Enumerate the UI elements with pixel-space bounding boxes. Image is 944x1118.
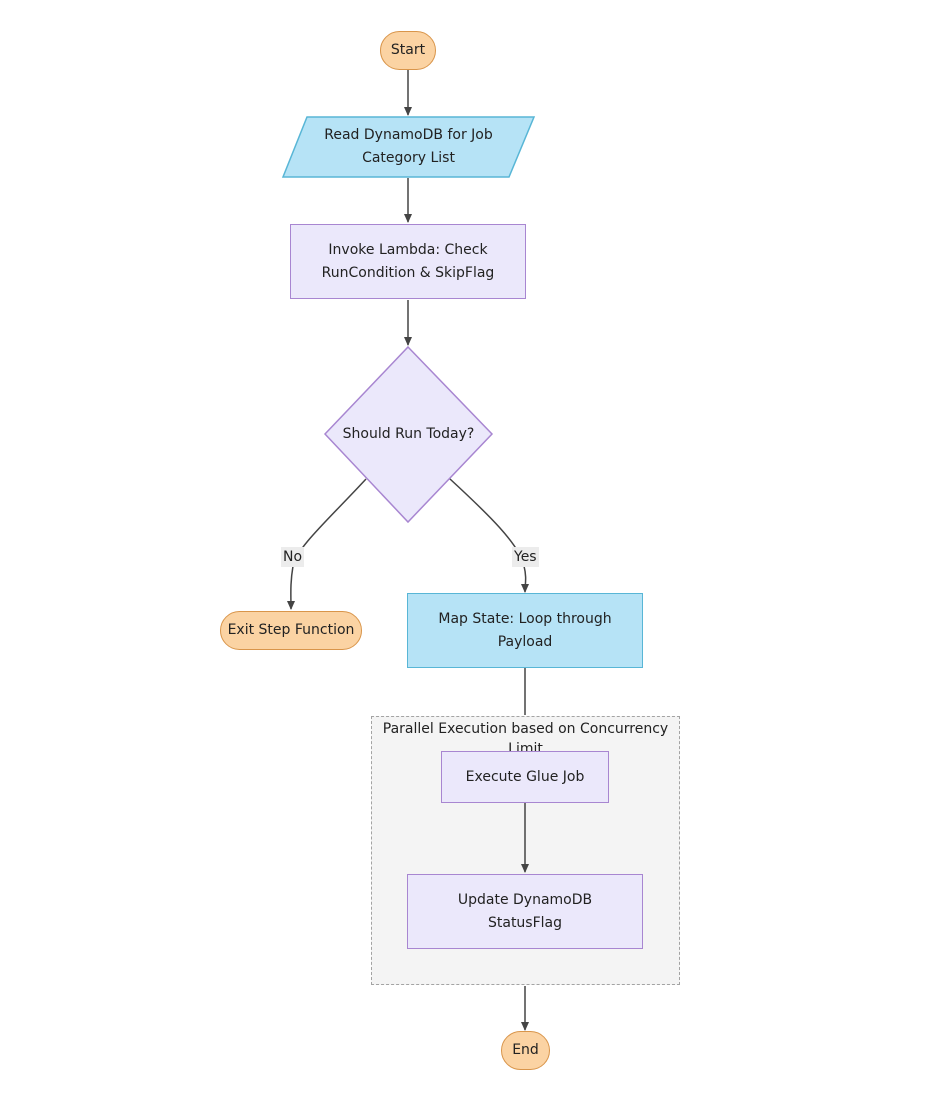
edge-label-yes: Yes [512, 547, 539, 567]
map-state-label-line1: Map State: Loop through [438, 610, 612, 627]
start-node: Start [380, 31, 436, 70]
edge-decision-to-exit [286, 478, 367, 610]
invoke-lambda-label-line2: RunCondition & SkipFlag [321, 264, 495, 281]
exit-step-function-node: Exit Step Function [220, 611, 362, 650]
update-dynamodb-label-line2: StatusFlag [487, 914, 563, 931]
map-state-label-line2: Payload [497, 633, 553, 650]
invoke-lambda-node: Invoke Lambda: Check RunCondition & Skip… [290, 224, 526, 299]
map-state-node: Map State: Loop through Payload [407, 593, 643, 668]
end-label: End [512, 1042, 539, 1058]
end-node: End [501, 1031, 550, 1070]
exit-step-function-label: Exit Step Function [227, 622, 355, 638]
execute-glue-job-node: Execute Glue Job [441, 751, 609, 803]
edge-label-no: No [281, 547, 305, 567]
decision-shape [323, 345, 494, 524]
start-label: Start [390, 42, 426, 58]
invoke-lambda-label-line1: Invoke Lambda: Check [328, 241, 488, 258]
execute-glue-job-label: Execute Glue Job [465, 768, 585, 785]
read-dynamodb-shape [281, 116, 536, 178]
edge-decision-to-map [449, 478, 530, 593]
update-dynamodb-node: Update DynamoDB StatusFlag [407, 874, 643, 949]
update-dynamodb-label-line1: Update DynamoDB [457, 891, 593, 908]
